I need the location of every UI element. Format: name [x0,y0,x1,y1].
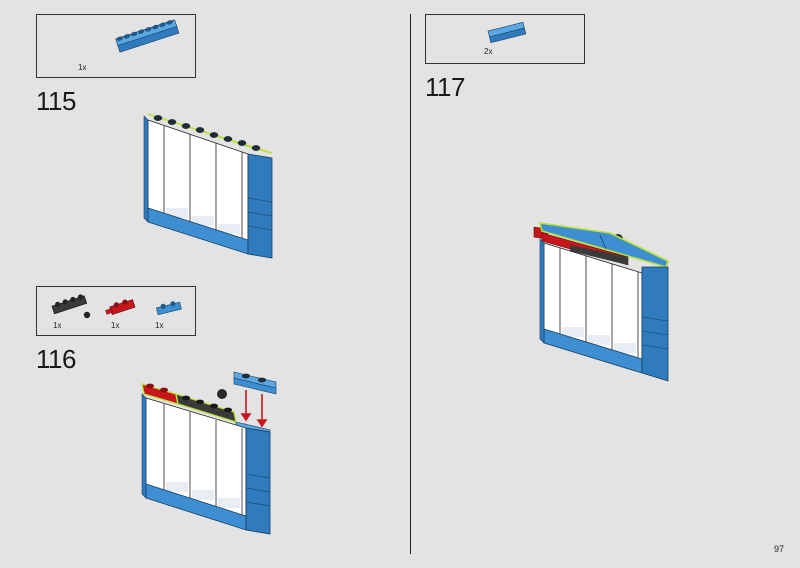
part-quantity: 2x [484,47,493,56]
step-115-parts-callout: 1x [36,14,196,78]
blue-plate-1x8-icon [115,19,180,53]
step-number: 115 [36,86,76,116]
step-117-parts-callout: 2x [425,14,585,64]
part-quantity: 1x [155,321,164,330]
part-quantity: 1x [78,63,87,72]
red-plate-with-clip-icon [105,299,136,315]
step-115-model-illustration [143,113,273,259]
blue-plate-1x2-icon [156,301,182,316]
blue-tile-1x4-icon [487,21,527,44]
step-116-parts-callout: 1x 1x 1x [36,286,196,336]
part-quantity: 1x [111,321,120,330]
blue-plate-1x2-icon [233,371,277,395]
dark-gray-plate-with-bar-icon [51,294,91,319]
placement-arrow [240,390,268,428]
step-number: 117 [425,72,465,102]
page-number: 97 [773,544,784,554]
step-number: 116 [36,344,76,374]
step-116-model-illustration [141,371,277,535]
column-divider [410,14,411,554]
step-117-model-illustration [533,222,669,382]
part-quantity: 1x [53,321,62,330]
